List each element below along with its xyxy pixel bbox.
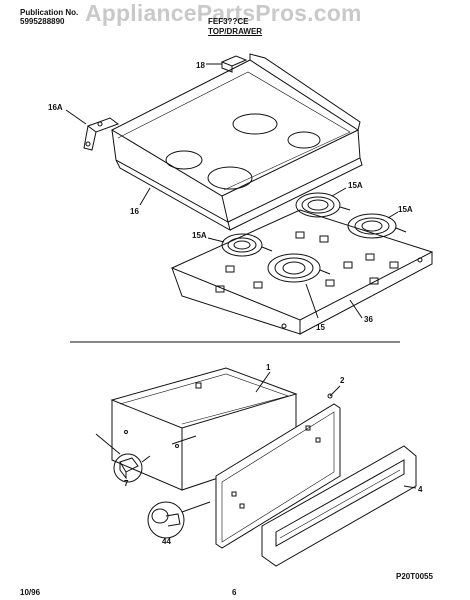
cooktop-top [110, 53, 363, 232]
model-number: FEF3??CE [208, 17, 249, 26]
surface-element-front-left [221, 233, 273, 257]
callout-15a-rear-left: 15A [348, 181, 363, 190]
callout-16: 16 [130, 207, 139, 216]
callout-7: 7 [124, 479, 129, 488]
drawer-roller-44 [147, 501, 211, 539]
publication-number: 5995288890 [20, 17, 65, 26]
section-title: TOP/DRAWER [208, 27, 263, 36]
callout-15a-rear-right: 15A [398, 205, 413, 214]
surface-element-front-right [267, 253, 331, 283]
publication-label: Publication No. [20, 8, 79, 17]
callout-15: 15 [316, 323, 325, 332]
leader-1 [255, 371, 271, 393]
drawer-panel [215, 385, 341, 549]
callout-4: 4 [418, 485, 423, 494]
callout-16a: 16A [48, 103, 63, 112]
bracket-18 [206, 55, 248, 73]
callout-44: 44 [162, 537, 171, 546]
figure-code: P20T0055 [396, 572, 433, 581]
drawer-front [261, 445, 417, 567]
hinge-16a [65, 109, 120, 151]
leader-16 [139, 187, 151, 206]
callout-18: 18 [196, 61, 205, 70]
callout-1: 1 [266, 363, 271, 372]
callout-2: 2 [340, 376, 345, 385]
drawer-glide-7 [113, 453, 151, 483]
callout-36: 36 [364, 315, 373, 324]
revision-date: 10/96 [20, 588, 41, 597]
surface-element-rear-right [347, 213, 407, 239]
watermark-text: AppliancePartsPros.com [85, 0, 362, 26]
surface-element-rear-left [295, 192, 351, 218]
callout-15a-front-left: 15A [192, 231, 207, 240]
page-number: 6 [232, 588, 237, 597]
